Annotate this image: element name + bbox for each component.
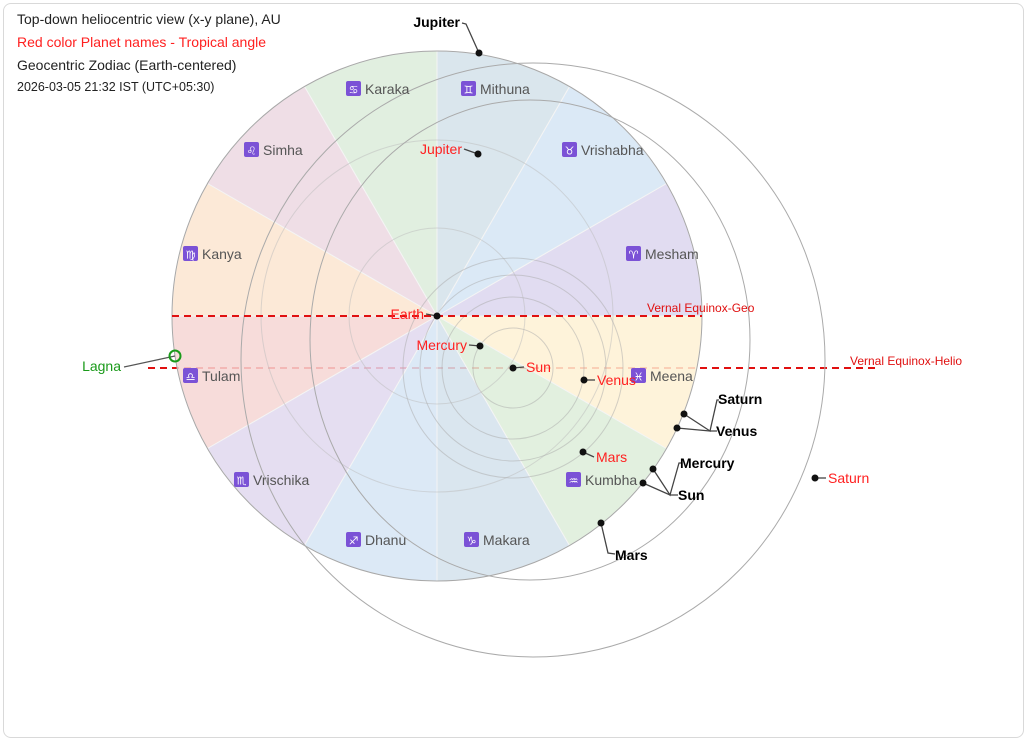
zodiac-tulam-glyph: ♎ [186,372,196,384]
orbit-ring [419,274,607,462]
zodiac-kumbha-glyph: ♒ [569,476,579,488]
geo-mars-label: Mars [615,547,648,563]
zodiac-meena-label: Meena [650,368,693,384]
zodiac-karaka-glyph: ♋ [349,85,359,97]
zodiac-vrischika-label: Vrischika [253,472,309,488]
zodiac-mesham-label: Mesham [645,246,699,262]
vernal-equinox-helio-label: Vernal Equinox-Helio [850,354,962,368]
datetime-label: 2026-03-05 21:32 IST (UTC+05:30) [17,80,215,94]
helio-mercury-dot [476,342,484,350]
geo-sun-dot [639,479,647,487]
geo-sun-label: Sun [678,487,704,503]
zodiac-makara-glyph: ♑ [467,536,477,548]
geo-mercury-leader [652,462,681,497]
zodiac-mithuna-icon [461,81,476,96]
zodiac-dhanu-label: Dhanu [365,532,406,548]
zodiac-kanya-icon [183,246,198,261]
helio-sun-label: Sun [526,359,551,375]
geo-venus-leader [676,427,717,432]
vernal-equinox-geo-label: Vernal Equinox-Geo [647,301,755,315]
zodiac-meena-glyph: ♓ [634,372,644,384]
geo-sun-leader [642,482,678,496]
lagna-marker-icon [168,349,182,363]
zodiac-dhanu-icon [346,532,361,547]
helio-venus-label: Venus [597,372,636,388]
zodiac-vrischika-icon [234,472,249,487]
chart-subtitle: Geocentric Zodiac (Earth-centered) [17,57,237,73]
zodiac-vrishabha-glyph: ♉ [565,146,575,158]
helio-earth-label: Earth [391,306,424,322]
zodiac-tulam-icon [183,368,198,383]
lagna-label: Lagna [82,358,121,374]
geo-jupiter-dot [475,49,483,57]
geo-jupiter-label: Jupiter [413,14,460,30]
zodiac-meena-icon [631,368,646,383]
zodiac-kumbha-label: Kumbha [585,472,637,488]
geo-mars-dot [597,519,605,527]
zodiac-mithuna-label: Mithuna [480,81,530,97]
zodiac-karaka-icon [346,81,361,96]
helio-saturn-dot [811,474,819,482]
zodiac-simha-icon [244,142,259,157]
legend-note: Red color Planet names - Tropical angle [17,34,267,50]
zodiac-tulam-label: Tulam [202,368,240,384]
orbit-ring [472,327,554,409]
zodiac-mithuna-glyph: ♊ [464,85,474,97]
lagna-leader [123,355,176,368]
zodiac-kanya-glyph: ♍ [186,250,196,262]
helio-mercury-label: Mercury [416,337,467,353]
geo-mars-leader [600,522,616,555]
geo-venus-label: Venus [716,423,757,439]
helio-jupiter-dot [474,150,482,158]
zodiac-simha-glyph: ♌ [247,146,257,158]
orbit-ring [402,257,624,479]
helio-jupiter-label: Jupiter [420,141,462,157]
zodiac-makara-label: Makara [483,532,530,548]
geo-jupiter-leader [461,22,480,54]
zodiac-mesham-icon [626,246,641,261]
helio-mars-label: Mars [596,449,627,465]
helio-saturn-label: Saturn [828,470,869,486]
chart-title: Top-down heliocentric view (x-y plane), … [17,11,281,27]
zodiac-simha-label: Simha [263,142,303,158]
geo-saturn-leader [683,399,719,433]
geo-saturn-dot [680,410,688,418]
helio-earth-dot [433,312,441,320]
helio-venus-dot [580,376,588,384]
orbit-ring [441,296,585,440]
helio-mars-dot [579,448,587,456]
zodiac-dhanu-glyph: ♐ [349,536,359,548]
geo-mercury-dot [649,465,657,473]
zodiac-karaka-label: Karaka [365,81,410,97]
zodiac-makara-icon [464,532,479,547]
zodiac-mesham-glyph: ♈ [629,250,639,262]
zodiac-kanya-label: Kanya [202,246,242,262]
zodiac-kumbha-icon [566,472,581,487]
zodiac-vrishabha-label: Vrishabha [581,142,644,158]
saturn-orbit [240,62,826,658]
zodiac-vrischika-glyph: ♏ [237,476,247,488]
jupiter-orbit [309,99,751,581]
geo-saturn-label: Saturn [718,391,762,407]
helio-sun-dot [509,364,517,372]
geo-venus-dot [673,424,681,432]
zodiac-vrishabha-icon [562,142,577,157]
geo-mercury-label: Mercury [680,455,735,471]
